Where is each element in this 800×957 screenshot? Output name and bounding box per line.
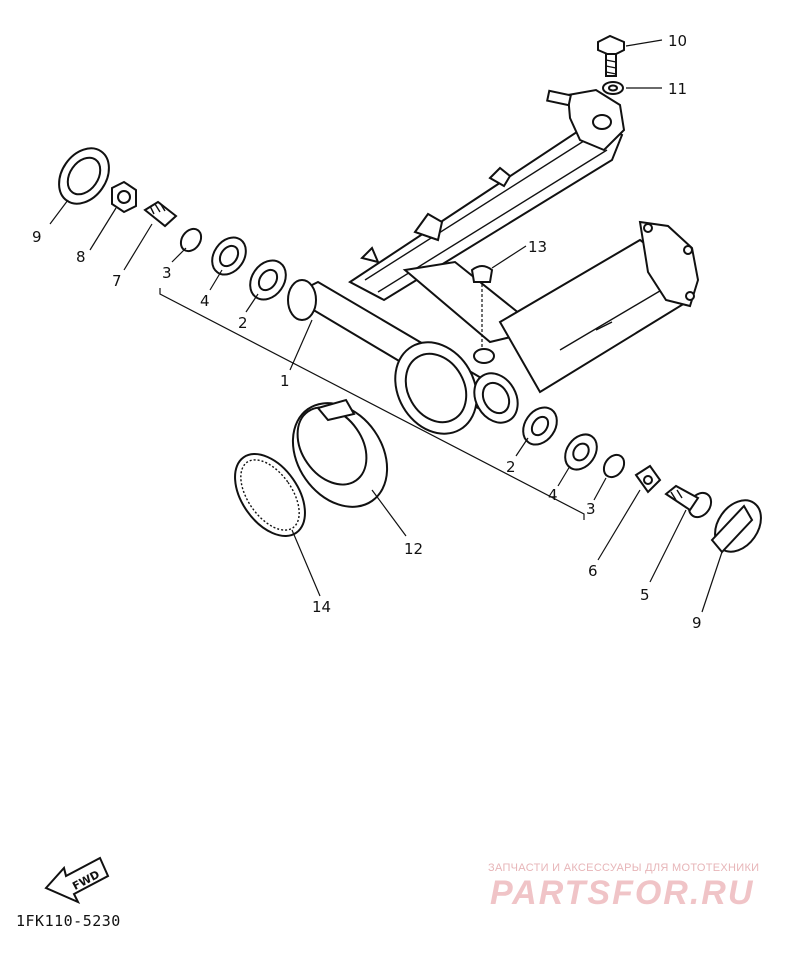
- oil-seal-left: [58, 147, 110, 205]
- drawing-code: 1FK110-5230: [16, 912, 121, 930]
- bearing-left: [211, 236, 247, 276]
- label-part-9-right: 9: [692, 614, 702, 632]
- label-part-6: 6: [588, 562, 598, 580]
- grease-nipple: [470, 265, 494, 350]
- watermark-logo: PARTSFOR.RU: [490, 874, 755, 912]
- label-part-2-left: 2: [238, 314, 248, 332]
- bolt-top: [597, 34, 625, 77]
- gasket: [234, 453, 306, 537]
- label-part-9-left: 9: [32, 228, 42, 246]
- collar-right: [602, 453, 626, 479]
- swingarm-part: [287, 88, 700, 435]
- adjust-bolt-left: [143, 200, 178, 228]
- nut-left: [111, 180, 137, 214]
- label-part-1: 1: [280, 372, 290, 390]
- leader-lines: [49, 39, 723, 613]
- label-part-2-right: 2: [506, 458, 516, 476]
- label-part-14: 14: [312, 598, 331, 616]
- lock-washer: [634, 464, 662, 494]
- watermark-tagline: ЗАПЧАСТИ И АКСЕССУАРЫ ДЛЯ МОТОТЕХНИКИ: [488, 862, 760, 874]
- roller-bearing-left: [249, 259, 287, 301]
- label-part-4-left: 4: [200, 292, 210, 310]
- label-part-5: 5: [640, 586, 650, 604]
- roller-bearing-right: [522, 406, 558, 446]
- label-part-8: 8: [76, 248, 86, 266]
- pivot-shaft-right: [664, 484, 713, 519]
- label-part-4-right: 4: [548, 486, 558, 504]
- part-labels: 1 2 2 3 3 4 4 5 6 7 8 9 9 10 11 12 13 14: [32, 32, 702, 632]
- label-part-11: 11: [668, 80, 687, 98]
- bearing-right: [564, 433, 598, 471]
- label-part-10: 10: [668, 32, 687, 50]
- label-part-7: 7: [112, 272, 122, 290]
- fwd-arrow-icon: FWD: [44, 856, 110, 905]
- collar-left: [179, 227, 203, 253]
- label-part-12: 12: [404, 540, 423, 558]
- dust-cover: [291, 398, 389, 508]
- assembly-bracket: [159, 288, 585, 520]
- cap-right: [710, 499, 762, 554]
- washer-top: [602, 81, 624, 95]
- label-part-3-left: 3: [162, 264, 172, 282]
- label-part-3-right: 3: [586, 500, 596, 518]
- label-part-13: 13: [528, 238, 547, 256]
